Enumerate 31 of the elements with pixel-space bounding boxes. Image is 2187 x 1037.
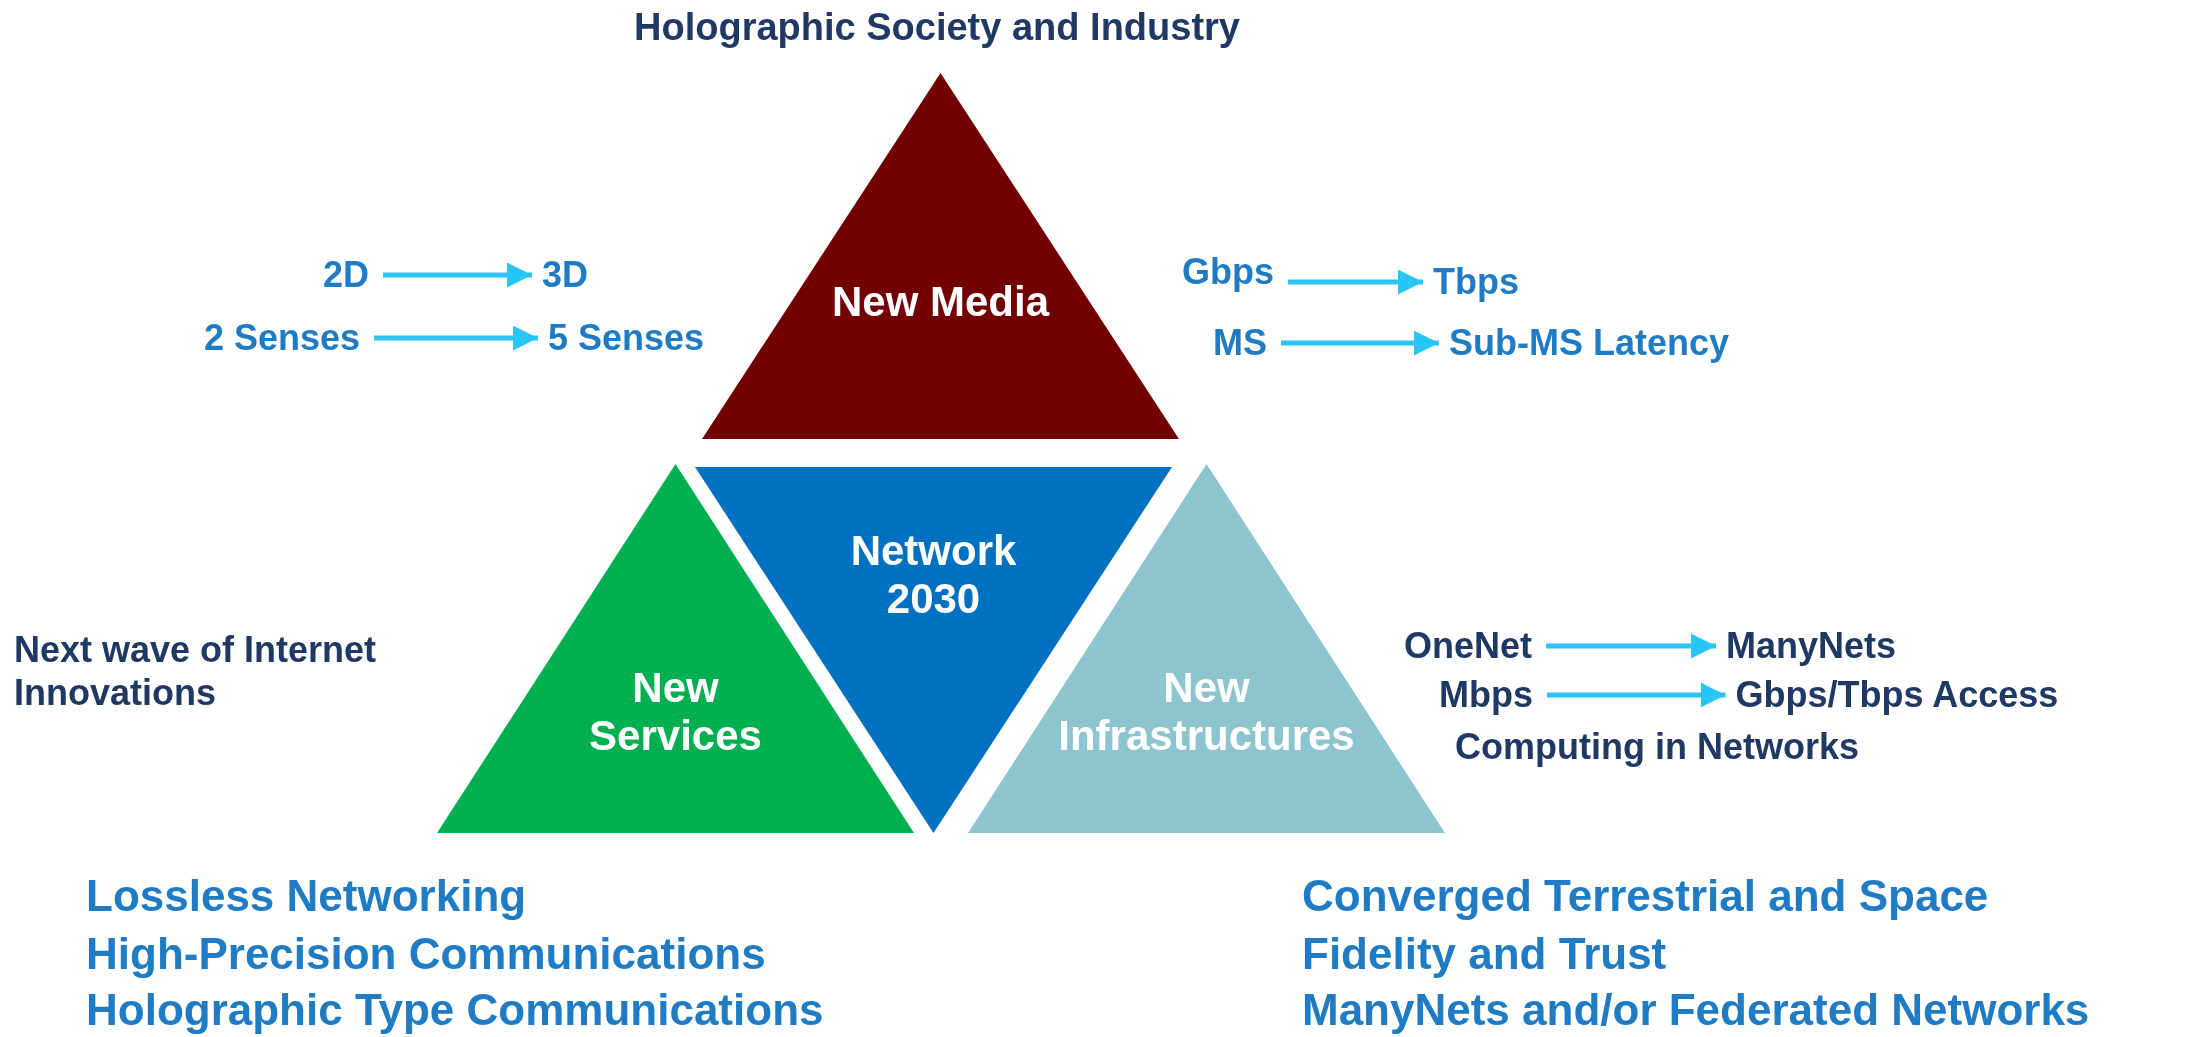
node-text: Gbps/Tbps Access <box>1735 675 2059 715</box>
arrow <box>1547 682 1726 708</box>
note-text: Lossless Networking <box>86 870 527 922</box>
triangle-label: New Infrastructures <box>1058 664 1355 759</box>
triangle-label: New Media <box>831 278 1050 325</box>
arrow <box>383 262 532 288</box>
note-text: Holographic Type Communications <box>86 984 824 1036</box>
node-text: Sub-MS Latency <box>1448 323 1729 363</box>
title: Holographic Society and Industry <box>633 6 1241 49</box>
note-text: Fidelity and Trust <box>1302 928 1667 980</box>
node-text: Gbps <box>1182 252 1274 292</box>
node-text: 3D <box>542 255 588 295</box>
node-text: Mbps <box>1439 675 1533 715</box>
node-text: 5 Senses <box>547 318 705 358</box>
note-text: Next wave of Internet Innovations <box>14 628 378 715</box>
node-text: OneNet <box>1404 626 1532 666</box>
triangle-label: New Services <box>589 664 762 759</box>
note-text: Computing in Networks <box>1455 725 1859 769</box>
arrow <box>1288 269 1423 295</box>
note-text: High-Precision Communications <box>86 928 766 980</box>
triangle-label: Network 2030 <box>850 527 1017 622</box>
note-text: ManyNets and/or Federated Networks <box>1302 984 2090 1036</box>
node-text: ManyNets <box>1725 626 1897 666</box>
node-text: 2D <box>323 255 369 295</box>
arrow <box>1546 633 1716 659</box>
node-text: 2 Senses <box>203 318 361 358</box>
node-text: Tbps <box>1433 262 1519 302</box>
note-text: Converged Terrestrial and Space <box>1302 870 1989 922</box>
arrow <box>374 325 538 351</box>
node-text: MS <box>1213 323 1267 363</box>
arrow <box>1281 330 1439 356</box>
